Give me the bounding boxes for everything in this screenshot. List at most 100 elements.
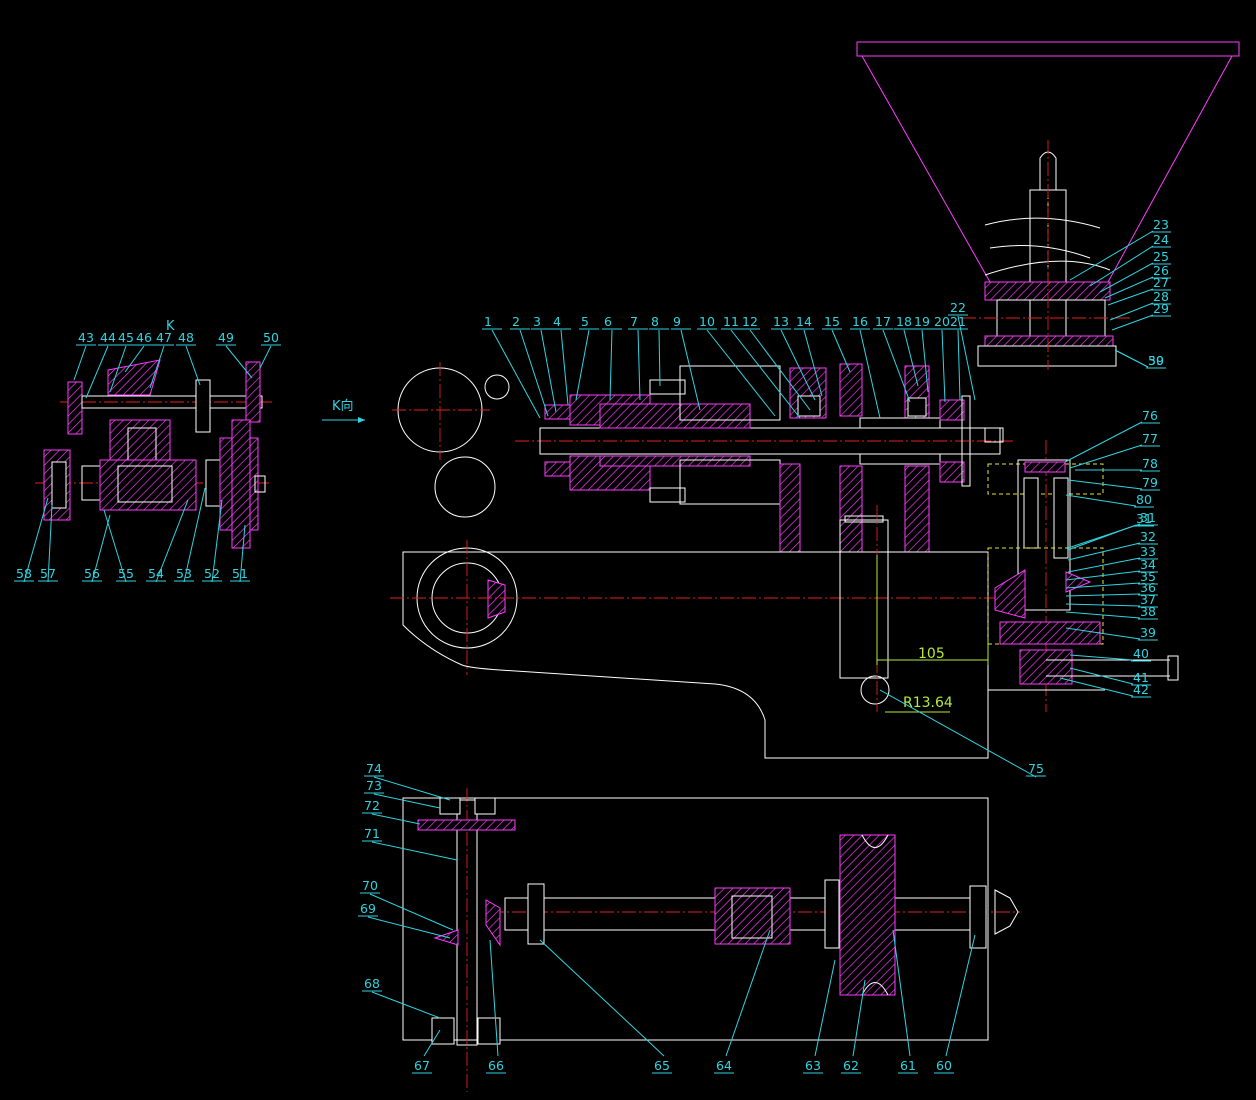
leader-line-26 [1104, 276, 1154, 299]
leader-line-17 [882, 329, 911, 403]
part-label-53: 53 [176, 566, 192, 581]
part-label-65: 65 [654, 1058, 670, 1073]
leader-line-16 [859, 329, 881, 419]
part-label-22: 22 [950, 300, 966, 315]
leader-line-14 [803, 329, 823, 397]
part-label-47: 47 [156, 330, 172, 345]
leader-line-54 [155, 499, 189, 583]
leader-line-80 [1065, 494, 1137, 507]
leader-line-8 [658, 329, 661, 387]
part-label-60: 60 [936, 1058, 952, 1073]
leader-line-7 [637, 329, 641, 401]
part-label-12: 12 [742, 314, 758, 329]
leader-line-75 [879, 689, 1037, 778]
part-label-25: 25 [1153, 249, 1169, 264]
part-label-55: 55 [118, 566, 134, 581]
part-label-4: 4 [553, 314, 561, 329]
leader-line-52 [211, 499, 223, 583]
part-label-21: 21 [950, 314, 966, 329]
part-label-61: 61 [900, 1058, 916, 1073]
part-label-49: 49 [218, 330, 234, 345]
leader-line-56 [91, 514, 111, 583]
leader-line-76 [1064, 421, 1143, 463]
part-label-16: 16 [852, 314, 868, 329]
part-label-52: 52 [204, 566, 220, 581]
leader-line-22 [957, 315, 976, 401]
dimension-105: 105 [918, 646, 945, 662]
leader-line-32 [1067, 542, 1141, 561]
part-label-68: 68 [364, 976, 380, 991]
part-label-50: 50 [263, 330, 279, 345]
leader-line-42 [1059, 677, 1134, 697]
part-label-63: 63 [805, 1058, 821, 1073]
part-label-59: 59 [1148, 353, 1164, 368]
leader-line-29 [1111, 314, 1154, 331]
part-label-29: 29 [1153, 301, 1169, 316]
leader-line-59 [1114, 349, 1149, 368]
leader-line-41 [1069, 667, 1134, 685]
part-label-67: 67 [414, 1058, 430, 1073]
part-label-69: 69 [360, 901, 376, 916]
leader-line-6 [609, 329, 613, 401]
leader-line-49 [225, 345, 253, 379]
leader-line-50 [259, 345, 272, 369]
leader-line-38 [1065, 611, 1141, 619]
part-label-28: 28 [1153, 289, 1169, 304]
leader-line-40 [1069, 654, 1134, 661]
leader-line-58 [23, 497, 49, 583]
leader-line-72 [371, 813, 421, 825]
part-label-66: 66 [488, 1058, 504, 1073]
part-label-38: 38 [1140, 604, 1156, 619]
part-label-20: 20 [934, 314, 950, 329]
leader-line-60 [945, 934, 976, 1057]
leader-line-55 [103, 509, 127, 583]
part-label-10: 10 [699, 314, 715, 329]
leader-line-39 [1065, 627, 1141, 640]
leader-line-15 [831, 329, 851, 373]
part-label-9: 9 [673, 314, 681, 329]
part-label-36: 36 [1140, 580, 1156, 595]
leader-line-67 [423, 1029, 441, 1057]
part-label-37: 37 [1140, 592, 1156, 607]
part-label-71: 71 [364, 826, 380, 841]
part-label-13: 13 [773, 314, 789, 329]
leader-line-34 [1065, 570, 1141, 581]
leader-line-62 [852, 979, 866, 1057]
leader-line-12 [749, 329, 811, 411]
k-view [35, 359, 272, 549]
leader-line-36 [1065, 593, 1141, 597]
part-label-75: 75 [1028, 761, 1044, 776]
part-label-40: 40 [1133, 646, 1149, 661]
part-label-45: 45 [118, 330, 134, 345]
leader-line-5 [575, 329, 590, 401]
part-label-3: 3 [533, 314, 541, 329]
leader-line-25 [1099, 262, 1154, 293]
leader-line-23 [1069, 230, 1154, 281]
part-label-73: 73 [366, 778, 382, 793]
leader-line-3 [540, 329, 557, 413]
leader-line-64 [725, 929, 771, 1057]
part-label-15: 15 [824, 314, 840, 329]
part-label-39: 39 [1140, 625, 1156, 640]
part-label-23: 23 [1153, 217, 1169, 232]
leader-line-53 [183, 487, 206, 583]
part-label-6: 6 [604, 314, 612, 329]
hopper [856, 41, 1240, 370]
part-label-42: 42 [1133, 682, 1149, 697]
leader-line-63 [814, 959, 836, 1057]
leader-line-4 [560, 329, 569, 406]
part-label-26: 26 [1153, 263, 1169, 278]
leader-line-31 [1067, 524, 1137, 551]
part-label-62: 62 [843, 1058, 859, 1073]
part-label-17: 17 [875, 314, 891, 329]
leader-line-70 [369, 893, 454, 931]
part-label-79: 79 [1142, 475, 1158, 490]
part-label-78: 78 [1142, 456, 1158, 471]
leader-line-65 [539, 939, 665, 1057]
part-label-34: 34 [1140, 557, 1156, 572]
part-label-31: 31 [1140, 510, 1156, 525]
bottom-gearbox [402, 788, 1020, 1092]
leader-line-11 [730, 329, 801, 419]
leader-line-57 [47, 504, 53, 583]
